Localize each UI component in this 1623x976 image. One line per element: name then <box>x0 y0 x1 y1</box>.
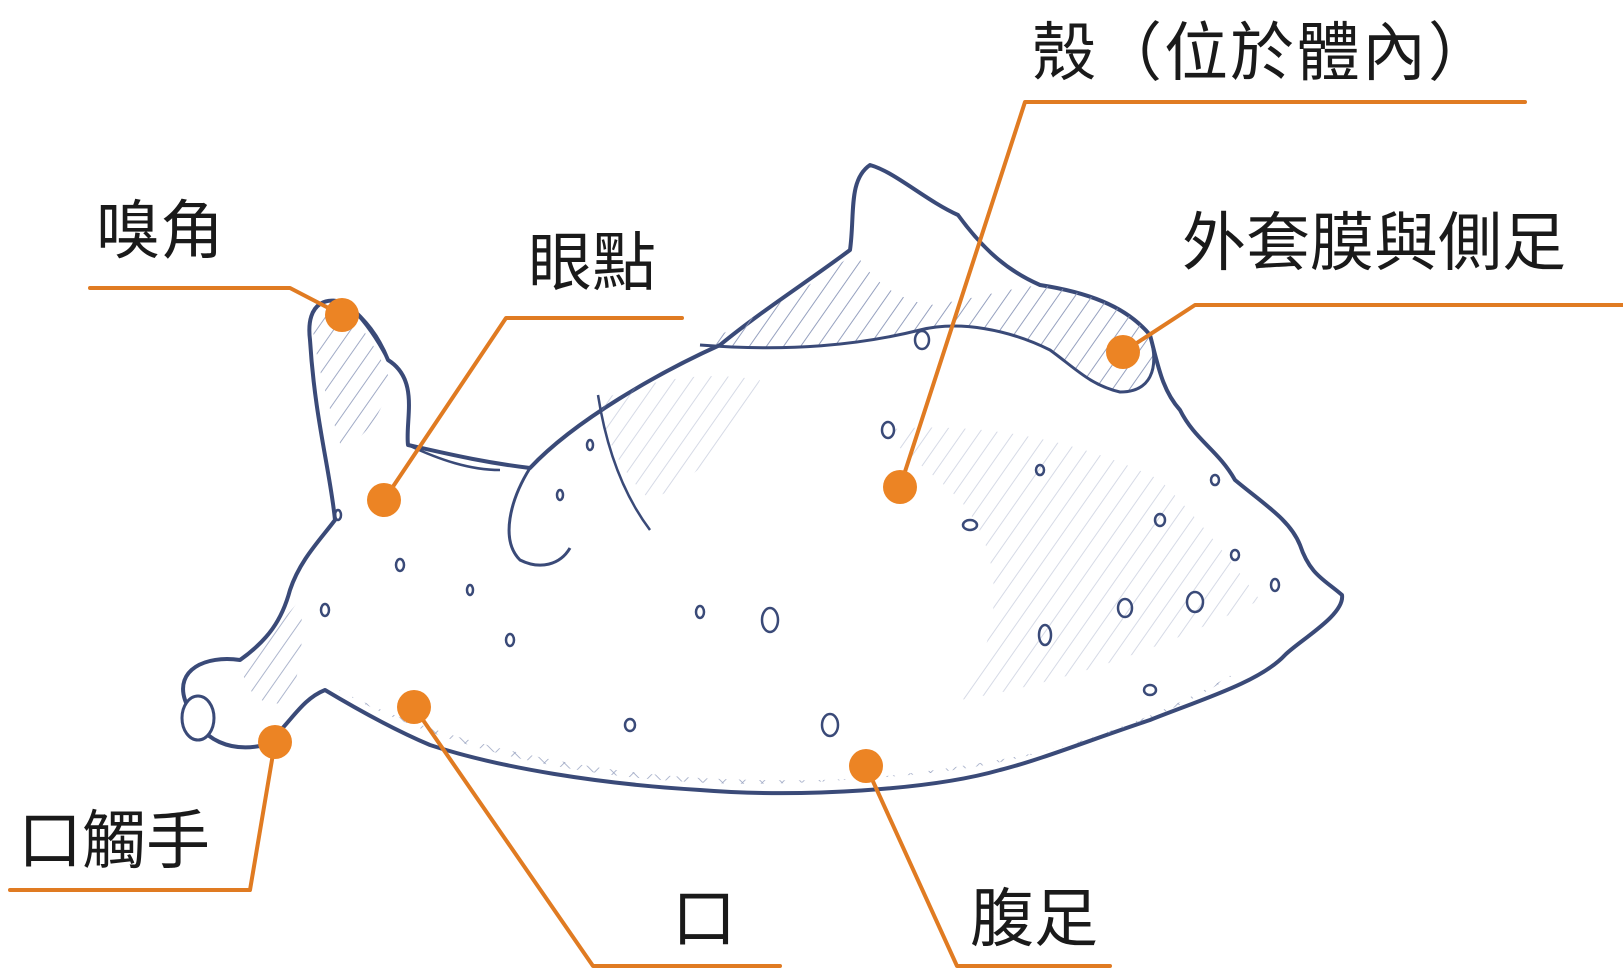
label-shell: 殼（位於體內） <box>1032 17 1494 91</box>
leader-mouth <box>412 705 782 968</box>
skin-spots <box>319 329 1281 738</box>
body-shading-left <box>600 376 760 500</box>
label-foot: 腹足 <box>970 883 1098 957</box>
label-eyespot: 眼點 <box>528 227 656 301</box>
marker-rhinophore <box>325 298 359 332</box>
label-rhinophore: 嗅角 <box>96 195 224 269</box>
body-fold-2 <box>596 394 652 531</box>
leader-foot <box>864 764 1112 968</box>
oral-tentacle-hatching <box>240 600 302 704</box>
leader-eyespot <box>382 316 684 502</box>
leader-mantle <box>1121 303 1623 354</box>
oral-tentacle-tip <box>180 694 216 742</box>
label-mouth: 口 <box>672 883 736 957</box>
leader-rhinophore <box>88 286 344 317</box>
body-shading <box>880 427 1260 700</box>
label-mantle-parapodia: 外套膜與側足 <box>1182 207 1566 281</box>
body-fold <box>507 467 572 567</box>
marker-mouth <box>397 690 431 724</box>
marker-foot <box>849 749 883 783</box>
label-oral-tentacle: 口觸手 <box>18 805 210 879</box>
mantle-flap-outline <box>699 324 1156 394</box>
mantle-flap-hatching <box>700 252 1154 392</box>
leader-oral-tentacle <box>8 740 277 892</box>
marker-mantle <box>1106 335 1140 369</box>
leader-shell <box>898 100 1527 489</box>
marker-oral-tentacle <box>258 725 292 759</box>
marker-shell <box>883 470 917 504</box>
rhinophore-hatching <box>312 300 390 450</box>
marker-eyespot <box>367 483 401 517</box>
